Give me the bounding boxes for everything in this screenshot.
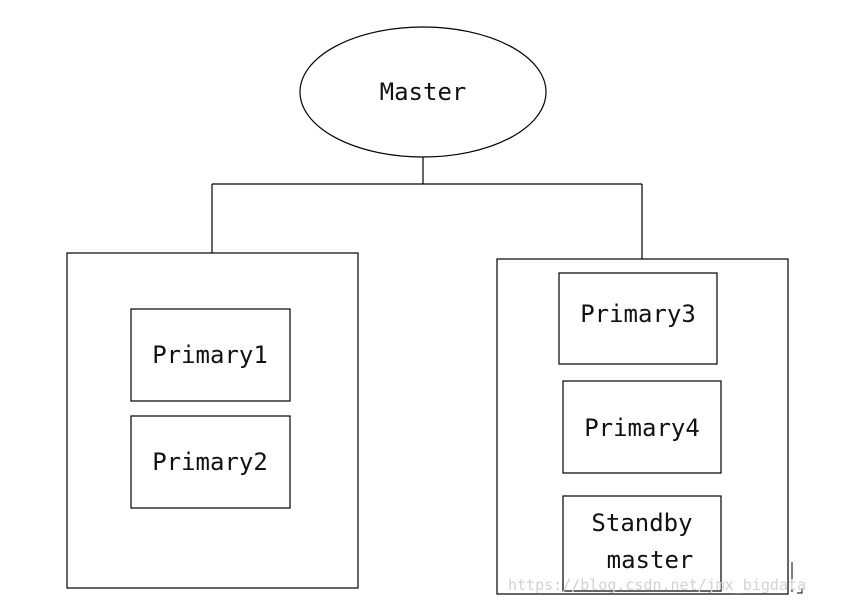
primary2-node: Primary2 <box>130 415 291 509</box>
left-group-box <box>66 252 359 589</box>
primary2-box <box>130 415 291 509</box>
master-label: Master <box>380 78 467 106</box>
primary3-node: Primary3 <box>558 272 718 365</box>
standby-label-line2: master <box>607 546 694 574</box>
primary4-node: Primary4 <box>562 380 722 474</box>
watermark: https://blog.csdn.net/jmx_bigdata <box>508 576 806 594</box>
standby-master-box <box>562 495 722 592</box>
paragraph-mark <box>791 562 803 594</box>
primary3-box <box>558 272 718 365</box>
right-segment-group: Primary3 Primary4 Standby master <box>496 258 789 595</box>
primary1-box <box>130 308 291 402</box>
right-group-box <box>496 258 789 595</box>
primary4-label: Primary4 <box>584 414 700 442</box>
primary1-node: Primary1 <box>130 308 291 402</box>
primary2-label: Primary2 <box>152 448 268 476</box>
primary3-label: Primary3 <box>580 300 696 328</box>
connectors <box>211 157 643 259</box>
master-node: Master <box>299 26 547 158</box>
standby-label-line1: Standby <box>591 509 692 537</box>
primary1-label: Primary1 <box>152 341 268 369</box>
left-segment-group: Primary1 Primary2 <box>66 252 359 589</box>
standby-master-node: Standby master <box>562 495 722 592</box>
primary4-box <box>562 380 722 474</box>
